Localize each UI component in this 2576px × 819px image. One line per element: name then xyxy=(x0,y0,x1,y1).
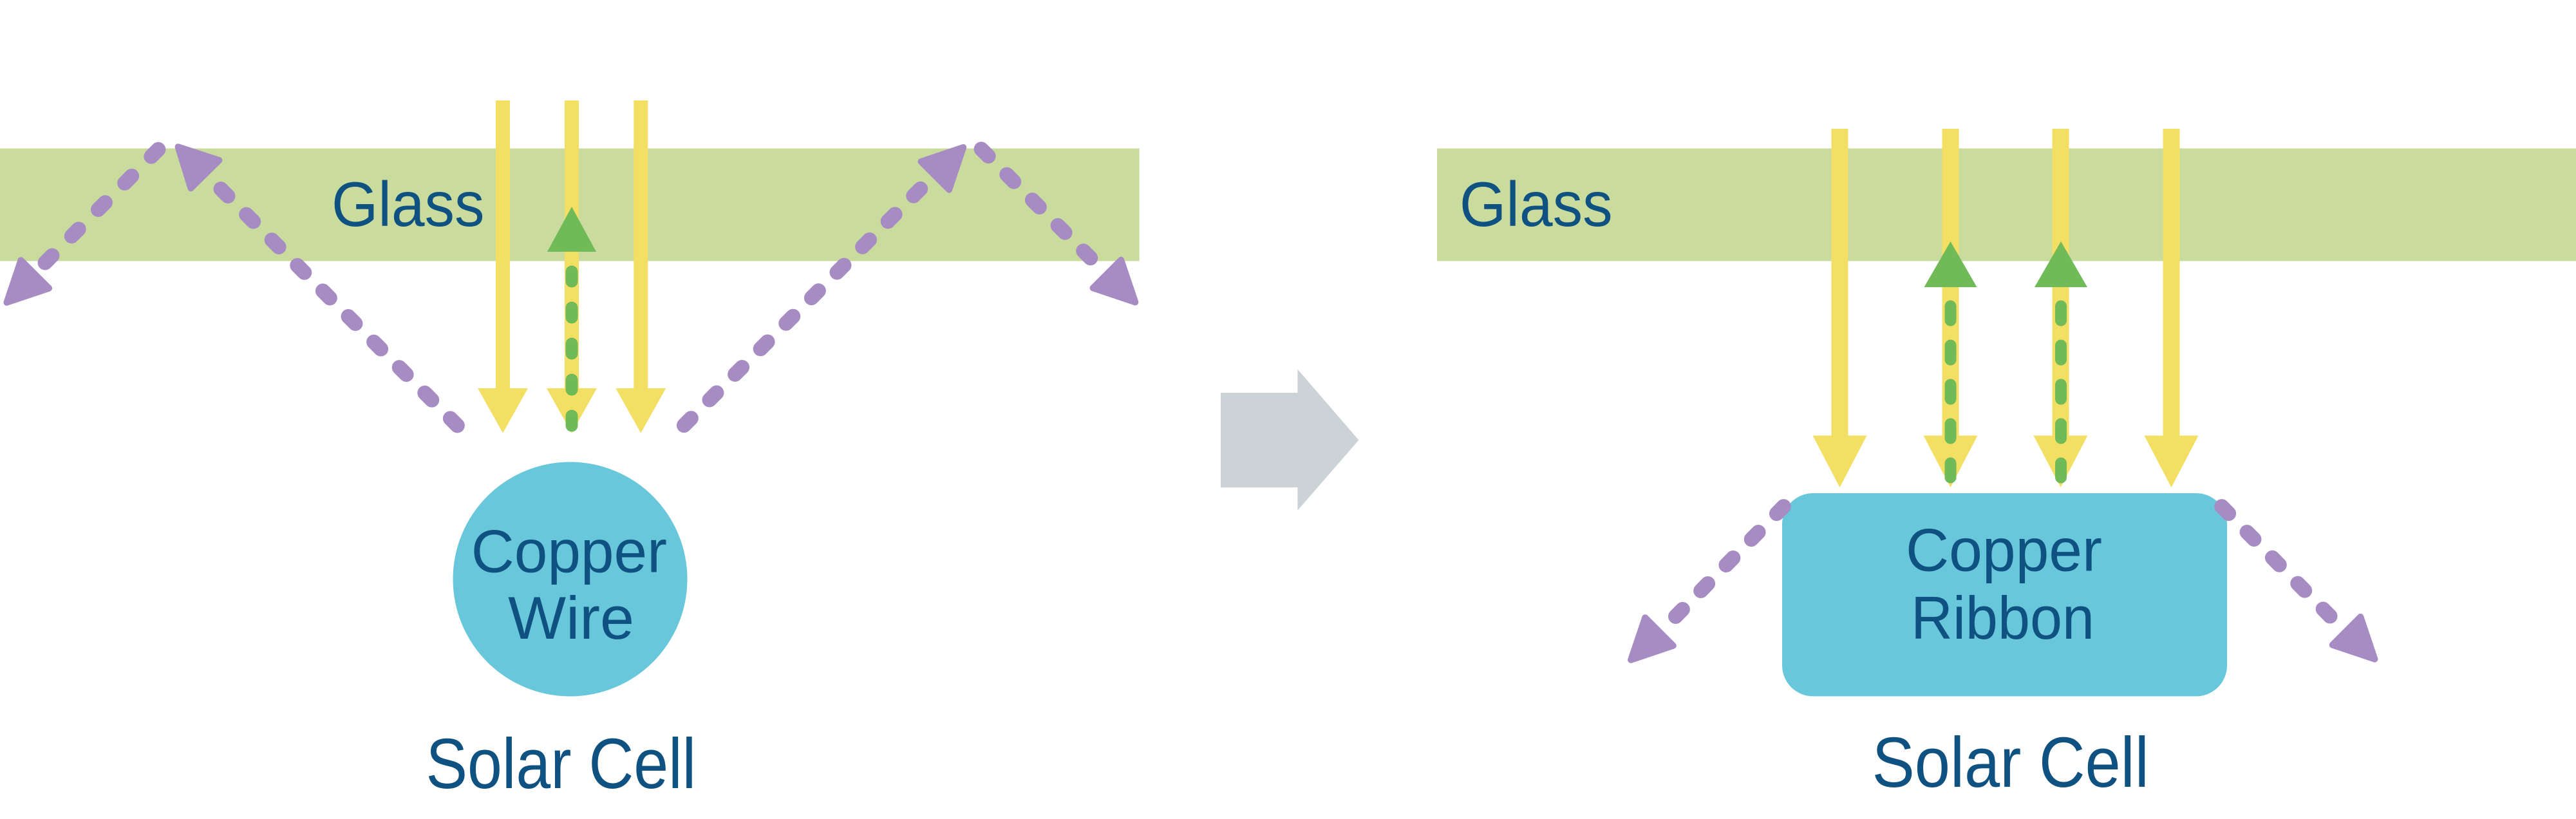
svg-text:Solar Cell: Solar Cell xyxy=(1872,723,2149,802)
svg-text:Glass: Glass xyxy=(332,169,484,240)
svg-text:Copper: Copper xyxy=(471,518,667,585)
svg-text:Solar Cell: Solar Cell xyxy=(426,724,697,804)
svg-text:Wire: Wire xyxy=(508,584,634,652)
svg-text:Ribbon: Ribbon xyxy=(1911,584,2094,652)
svg-text:Copper: Copper xyxy=(1906,516,2102,584)
svg-text:Glass: Glass xyxy=(1460,169,1613,240)
